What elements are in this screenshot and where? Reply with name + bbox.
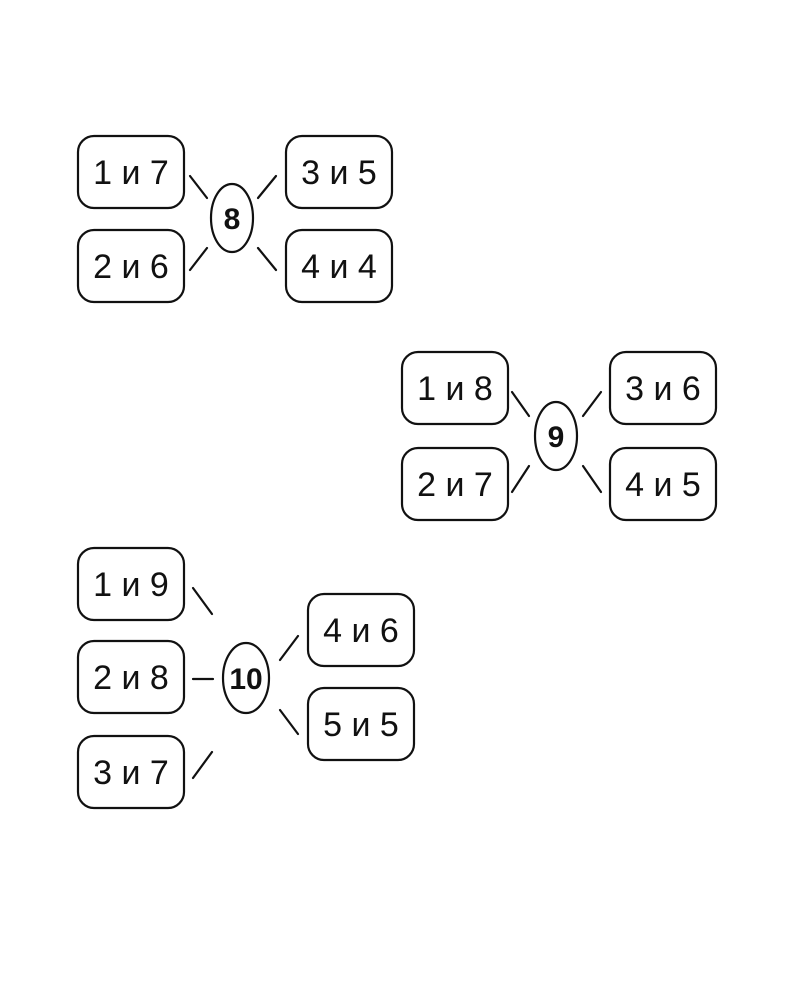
pair-box: 4 и 5 xyxy=(608,446,718,522)
connector-10-to-pair-1 xyxy=(191,586,214,616)
pair-label: 2 и 7 xyxy=(417,466,493,504)
hub-circle-8: 8 xyxy=(209,182,255,254)
pair-label: 4 и 6 xyxy=(323,612,399,650)
pair-label: 2 и 6 xyxy=(93,248,169,286)
pair-label: 1 и 8 xyxy=(417,370,493,408)
pair-box: 1 и 9 xyxy=(76,546,186,622)
pair-label: 2 и 8 xyxy=(93,659,169,697)
connector-8-to-pair-3 xyxy=(256,174,278,200)
pair-box: 2 и 7 xyxy=(400,446,510,522)
hub-number: 9 xyxy=(548,421,565,454)
pair-box: 3 и 5 xyxy=(284,134,394,210)
pair-box: 4 и 4 xyxy=(284,228,394,304)
hub-circle-9: 9 xyxy=(533,400,579,472)
diagram-8: 1 и 7 2 и 6 3 и 5 4 и 4 8 xyxy=(76,134,394,304)
connector-10-to-pair-5 xyxy=(278,708,300,736)
connector-9-to-pair-4 xyxy=(581,464,603,494)
connector-9-to-pair-3 xyxy=(581,390,603,418)
diagram-10: 1 и 9 2 и 8 3 и 7 4 и 6 5 и 5 10 xyxy=(76,546,416,810)
connector-8-to-pair-1 xyxy=(188,174,209,200)
pair-label: 3 и 6 xyxy=(625,370,701,408)
pair-box: 1 и 7 xyxy=(76,134,186,210)
pair-label: 4 и 5 xyxy=(625,466,701,504)
pair-box: 1 и 8 xyxy=(400,350,510,426)
pair-label: 5 и 5 xyxy=(323,706,399,744)
pair-label: 1 и 7 xyxy=(93,154,169,192)
connector-9-to-pair-2 xyxy=(510,464,531,494)
diagram-9: 1 и 8 2 и 7 3 и 6 4 и 5 9 xyxy=(400,350,718,522)
hub-number: 10 xyxy=(229,663,262,696)
connector-9-to-pair-1 xyxy=(510,390,531,418)
hub-number: 8 xyxy=(224,203,241,236)
hub-circle-10: 10 xyxy=(221,641,271,715)
connector-10-to-pair-3 xyxy=(191,750,214,780)
connector-10-to-pair-4 xyxy=(278,634,300,662)
pair-box: 5 и 5 xyxy=(306,686,416,762)
pair-box: 2 и 8 xyxy=(76,639,186,715)
pair-label: 4 и 4 xyxy=(301,248,377,286)
connectors-10 xyxy=(191,586,300,780)
pair-label: 3 и 7 xyxy=(93,754,169,792)
pair-label: 1 и 9 xyxy=(93,566,169,604)
connector-8-to-pair-4 xyxy=(256,246,278,272)
pair-box: 2 и 6 xyxy=(76,228,186,304)
connectors-8 xyxy=(188,174,278,272)
connectors-9 xyxy=(510,390,603,494)
connector-8-to-pair-2 xyxy=(188,246,209,272)
pair-label: 3 и 5 xyxy=(301,154,377,192)
pair-box: 3 и 6 xyxy=(608,350,718,426)
pair-box: 3 и 7 xyxy=(76,734,186,810)
pair-box: 4 и 6 xyxy=(306,592,416,668)
